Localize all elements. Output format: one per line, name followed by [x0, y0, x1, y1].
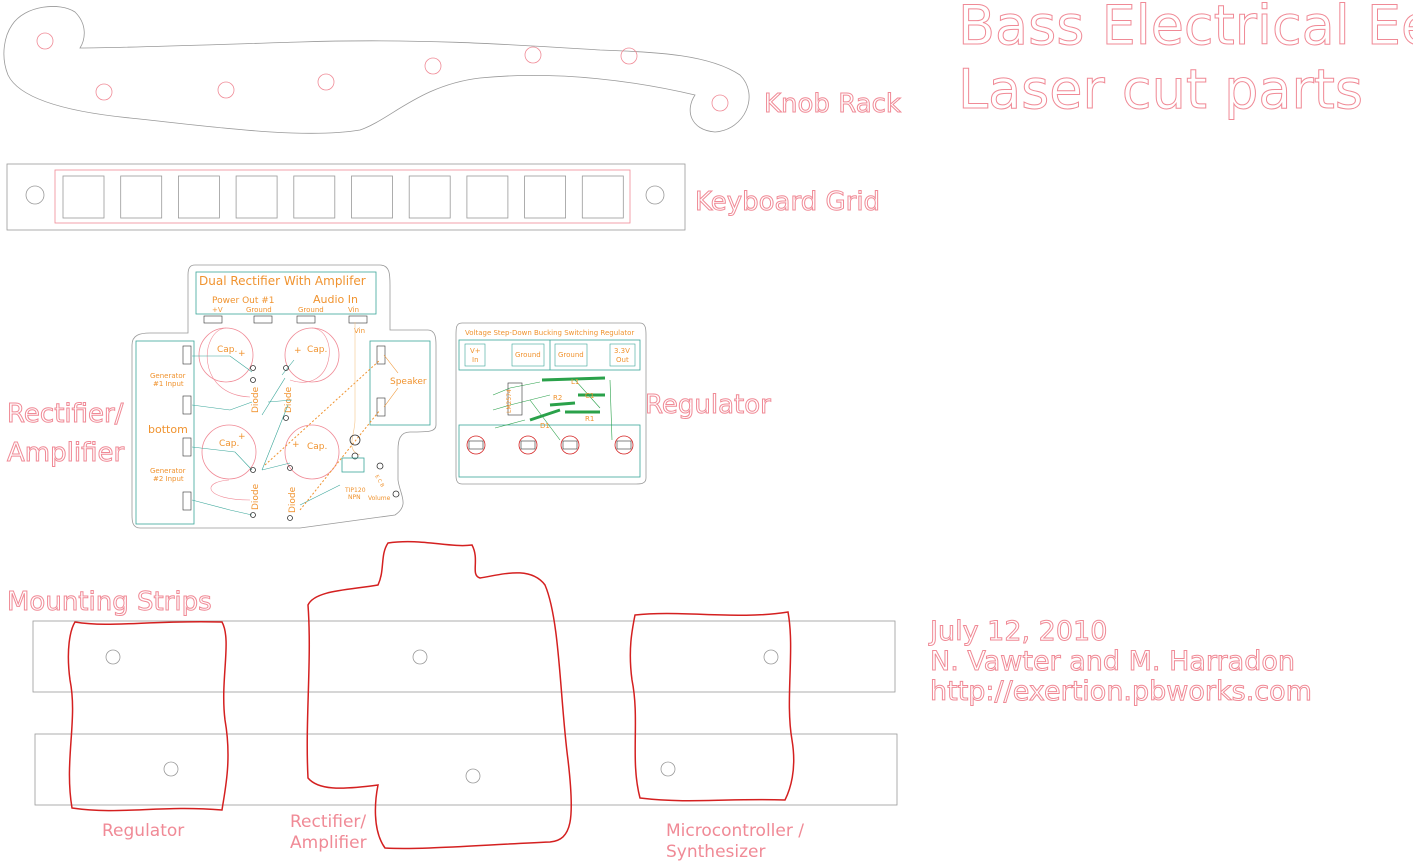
key-cutout	[235, 175, 278, 219]
rectifier-label-line2: Amplifier	[7, 438, 124, 468]
title-line2: Laser cut parts	[958, 58, 1363, 121]
credits-authors: N. Vawter and M. Harradon	[930, 646, 1295, 677]
reg-ground-b: Ground	[558, 351, 584, 359]
keyboard-grid	[6, 163, 686, 231]
bottom-label: bottom	[148, 423, 188, 436]
plus-2: +	[294, 346, 302, 356]
diode-3: Diode	[251, 483, 261, 510]
key-cutout	[351, 175, 393, 219]
reg-r1: R1	[585, 415, 594, 423]
rect-plus-v: +V	[212, 306, 223, 314]
cap-label-4: Cap.	[307, 442, 327, 452]
reg-ground-a: Ground	[515, 351, 541, 359]
reg-c1: C1	[585, 392, 594, 400]
key-cutout	[177, 175, 220, 219]
rectifier-label-line1: Rectifier/	[7, 399, 124, 429]
rect-board-title: Dual Rectifier With Amplifer	[199, 274, 366, 288]
rectifier-amplifier-board: Dual Rectifier With Amplifer Power Out #…	[131, 264, 437, 529]
strip-rectifier-line2: Amplifier	[290, 833, 367, 853]
reg-out: Out	[616, 356, 629, 364]
diode-1: Diode	[251, 386, 261, 413]
reg-l1: L1	[571, 378, 579, 386]
diode-4: Diode	[288, 486, 298, 513]
plus-1: +	[238, 349, 246, 359]
knob-rack	[3, 6, 750, 134]
rect-vin: Vin	[348, 306, 359, 314]
mounting-strips-label: Mounting Strips	[7, 587, 212, 617]
rect-ground-a: Ground	[246, 306, 272, 314]
title-line1: Bass Electrical Eel	[958, 0, 1413, 57]
reg-chip: LM2574	[506, 389, 513, 413]
reg-in: In	[472, 356, 479, 364]
regulator-board: Voltage Step-Down Bucking Switching Regu…	[455, 322, 647, 485]
reg-d1: D1	[540, 422, 550, 430]
knob-rack-label: Knob Rack	[764, 89, 901, 119]
diode-2: Diode	[284, 386, 294, 413]
credits-date: July 12, 2010	[928, 616, 1107, 647]
key-cutout	[524, 175, 566, 219]
cap-label-1: Cap.	[217, 345, 237, 355]
key-cutout	[120, 175, 163, 219]
rect-audio-in: Audio In	[313, 293, 358, 306]
strip-micro-line2: Synthesizer	[666, 842, 765, 862]
reg-board-title: Voltage Step-Down Bucking Switching Regu…	[465, 329, 634, 337]
gen1-line2: #1 Input	[153, 380, 184, 388]
credits-url: http://exertion.pbworks.com	[930, 676, 1312, 707]
rect-power-out: Power Out #1	[212, 296, 275, 306]
plus-3: +	[238, 432, 246, 442]
gen2-line1: Generator	[150, 467, 186, 475]
strip-regulator-label: Regulator	[102, 821, 184, 841]
reg-r2: R2	[553, 394, 562, 402]
key-cutout	[466, 175, 509, 219]
keyboard-grid-label: Keyboard Grid	[695, 187, 880, 217]
volume-label: Volume	[368, 495, 391, 502]
transistor-line2: NPN	[348, 494, 361, 501]
cap-label-3: Cap.	[219, 439, 239, 449]
mounting-strips	[32, 540, 898, 850]
plus-4: +	[292, 440, 300, 450]
gen1-line1: Generator	[150, 372, 186, 380]
regulator-label: Regulator	[645, 390, 771, 420]
transistor-line1: TIP120	[344, 487, 366, 494]
key-cutout	[293, 175, 336, 219]
ecb-label: E C B	[373, 474, 385, 489]
key-cutout	[408, 175, 451, 219]
rect-ground-b: Ground	[298, 306, 324, 314]
strip-rectifier-line1: Rectifier/	[290, 812, 366, 832]
rect-vin-lower: Vin	[354, 327, 365, 335]
cap-label-2: Cap.	[307, 345, 327, 355]
key-cutout	[581, 175, 624, 219]
reg-v33: 3.3V	[614, 347, 630, 355]
key-cutout	[62, 175, 105, 219]
reg-vplus: V+	[470, 347, 481, 355]
strip-micro-line1: Microcontroller /	[666, 821, 804, 841]
speaker-label: Speaker	[390, 377, 427, 387]
gen2-line2: #2 Input	[153, 475, 184, 483]
